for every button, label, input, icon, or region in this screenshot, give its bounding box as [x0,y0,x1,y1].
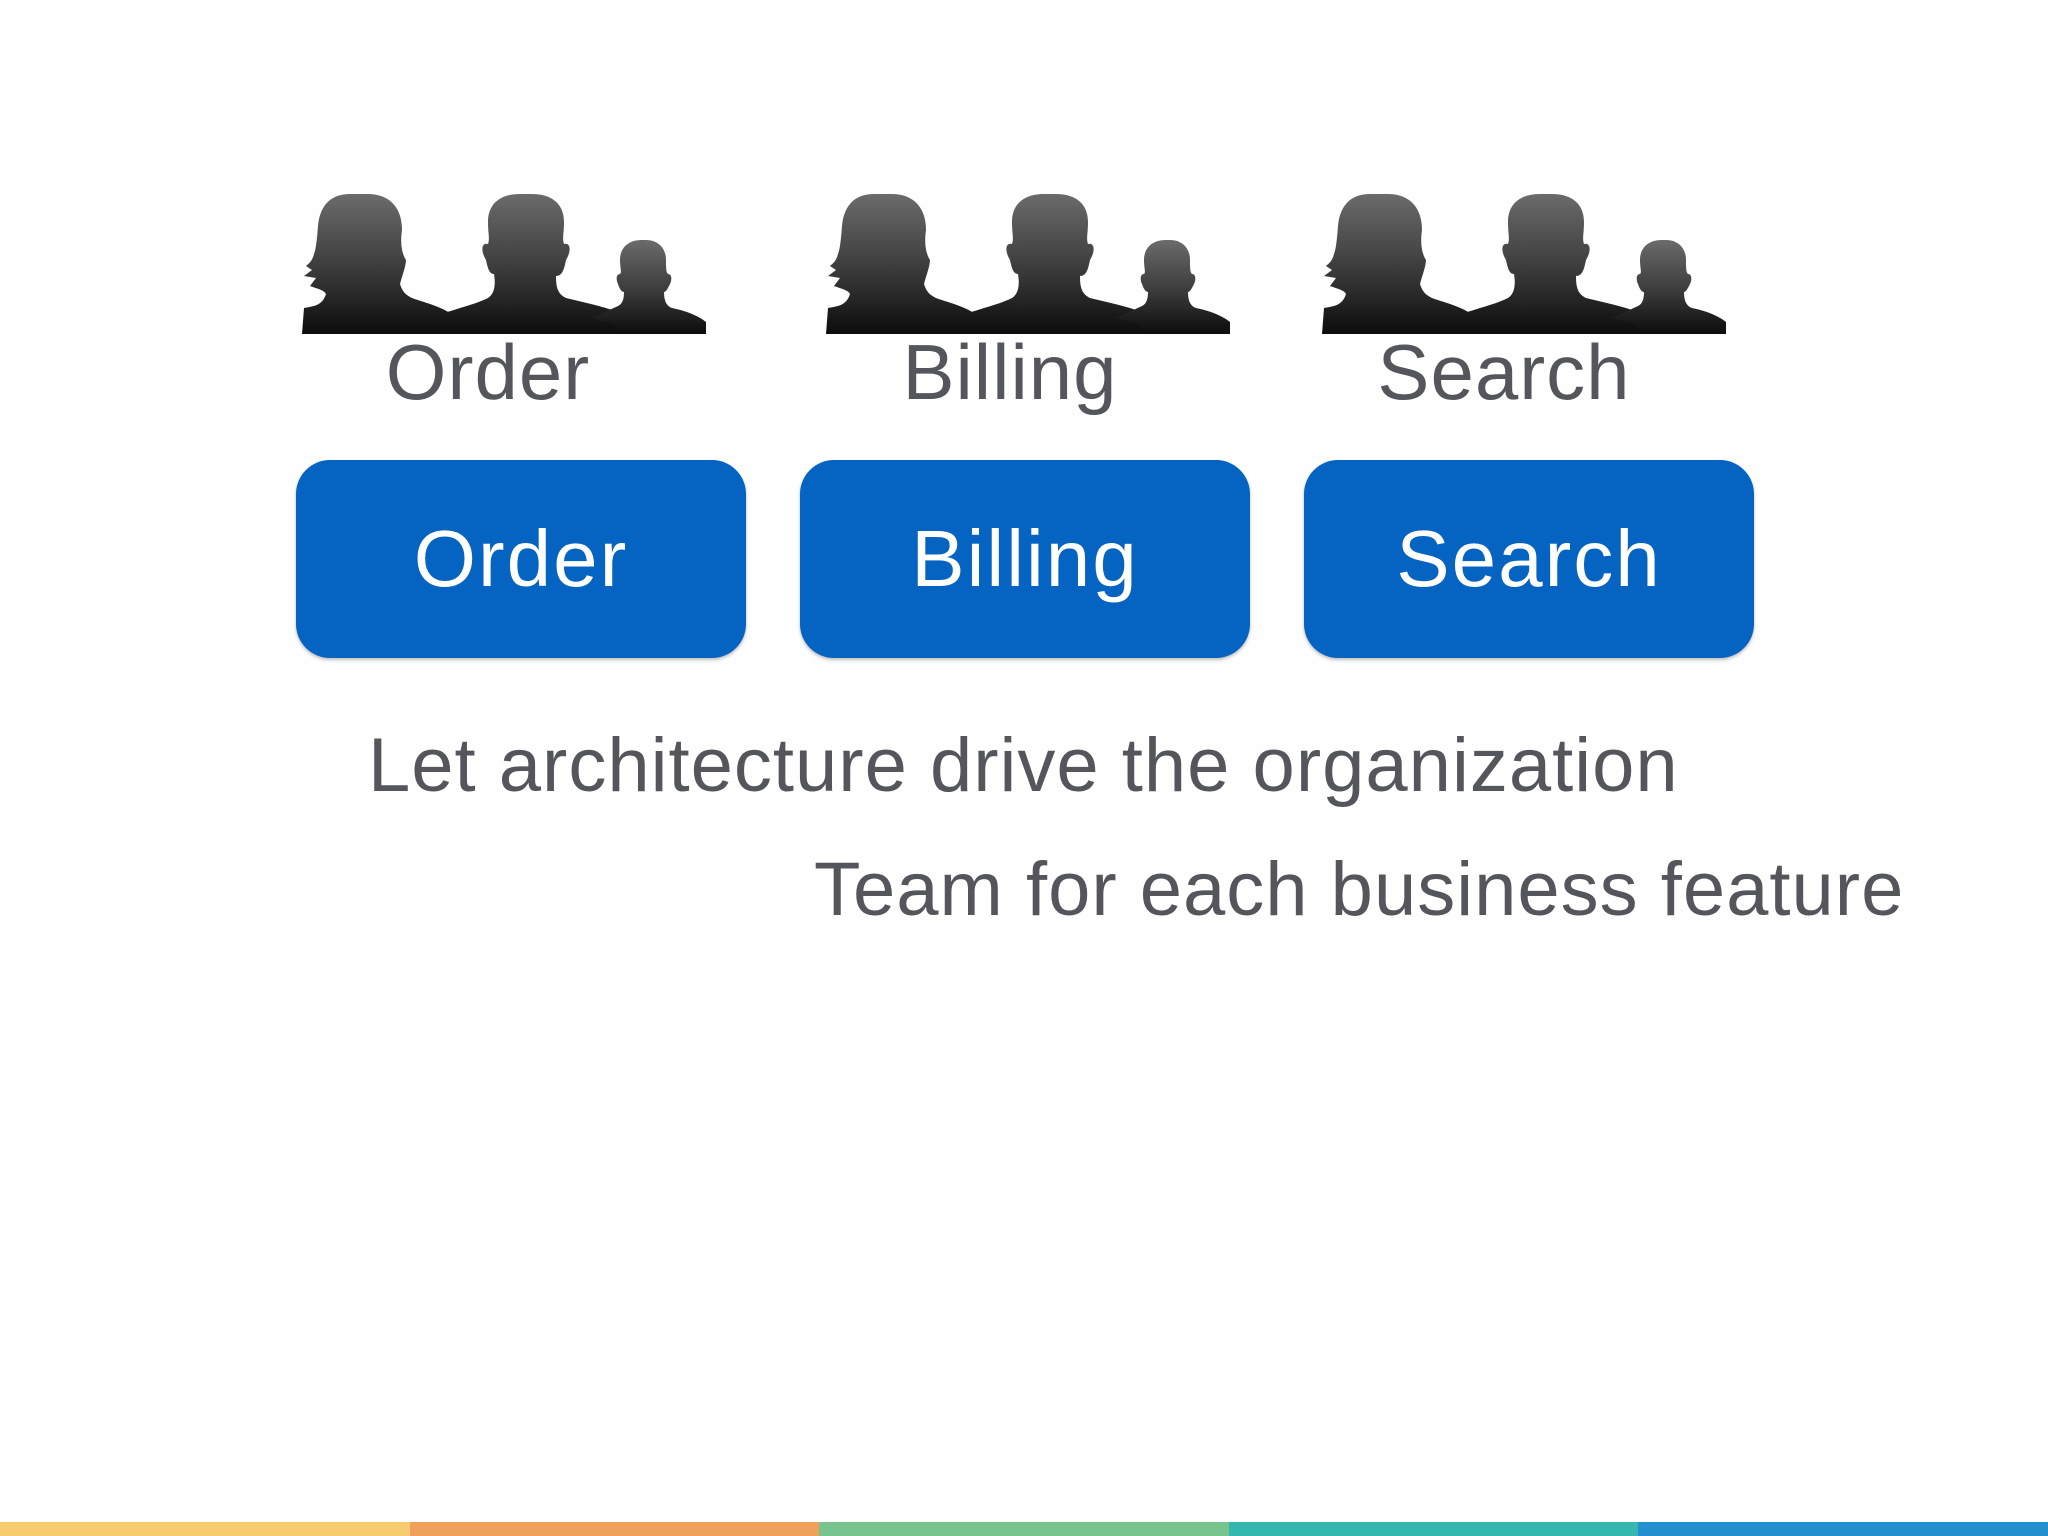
team-icon-search [1322,194,1732,334]
stripe-green [819,1522,1229,1536]
people-group-icon [1322,194,1732,334]
team-label-search: Search [1377,328,1631,416]
service-label-order: Order [413,514,629,603]
service-label-billing: Billing [911,514,1139,603]
team-label-billing: Billing [902,328,1118,416]
team-icon-order [302,194,712,334]
stripe-orange [409,1522,820,1536]
people-group-icon [826,194,1236,334]
caption-architecture: Let architecture drive the organization [368,723,1679,808]
service-box-search: Search [1304,460,1754,658]
caption-team: Team for each business feature [814,847,1905,932]
stripe-teal [1228,1522,1639,1536]
stripe-yellow [0,1522,410,1536]
people-group-icon [302,194,712,334]
service-box-order: Order [296,460,746,658]
team-label-order: Order [385,328,591,416]
service-box-billing: Billing [800,460,1250,658]
stripe-blue [1638,1522,2048,1536]
team-icon-billing [826,194,1236,334]
bottom-stripe-bar [0,1522,2048,1536]
service-label-search: Search [1396,514,1662,603]
